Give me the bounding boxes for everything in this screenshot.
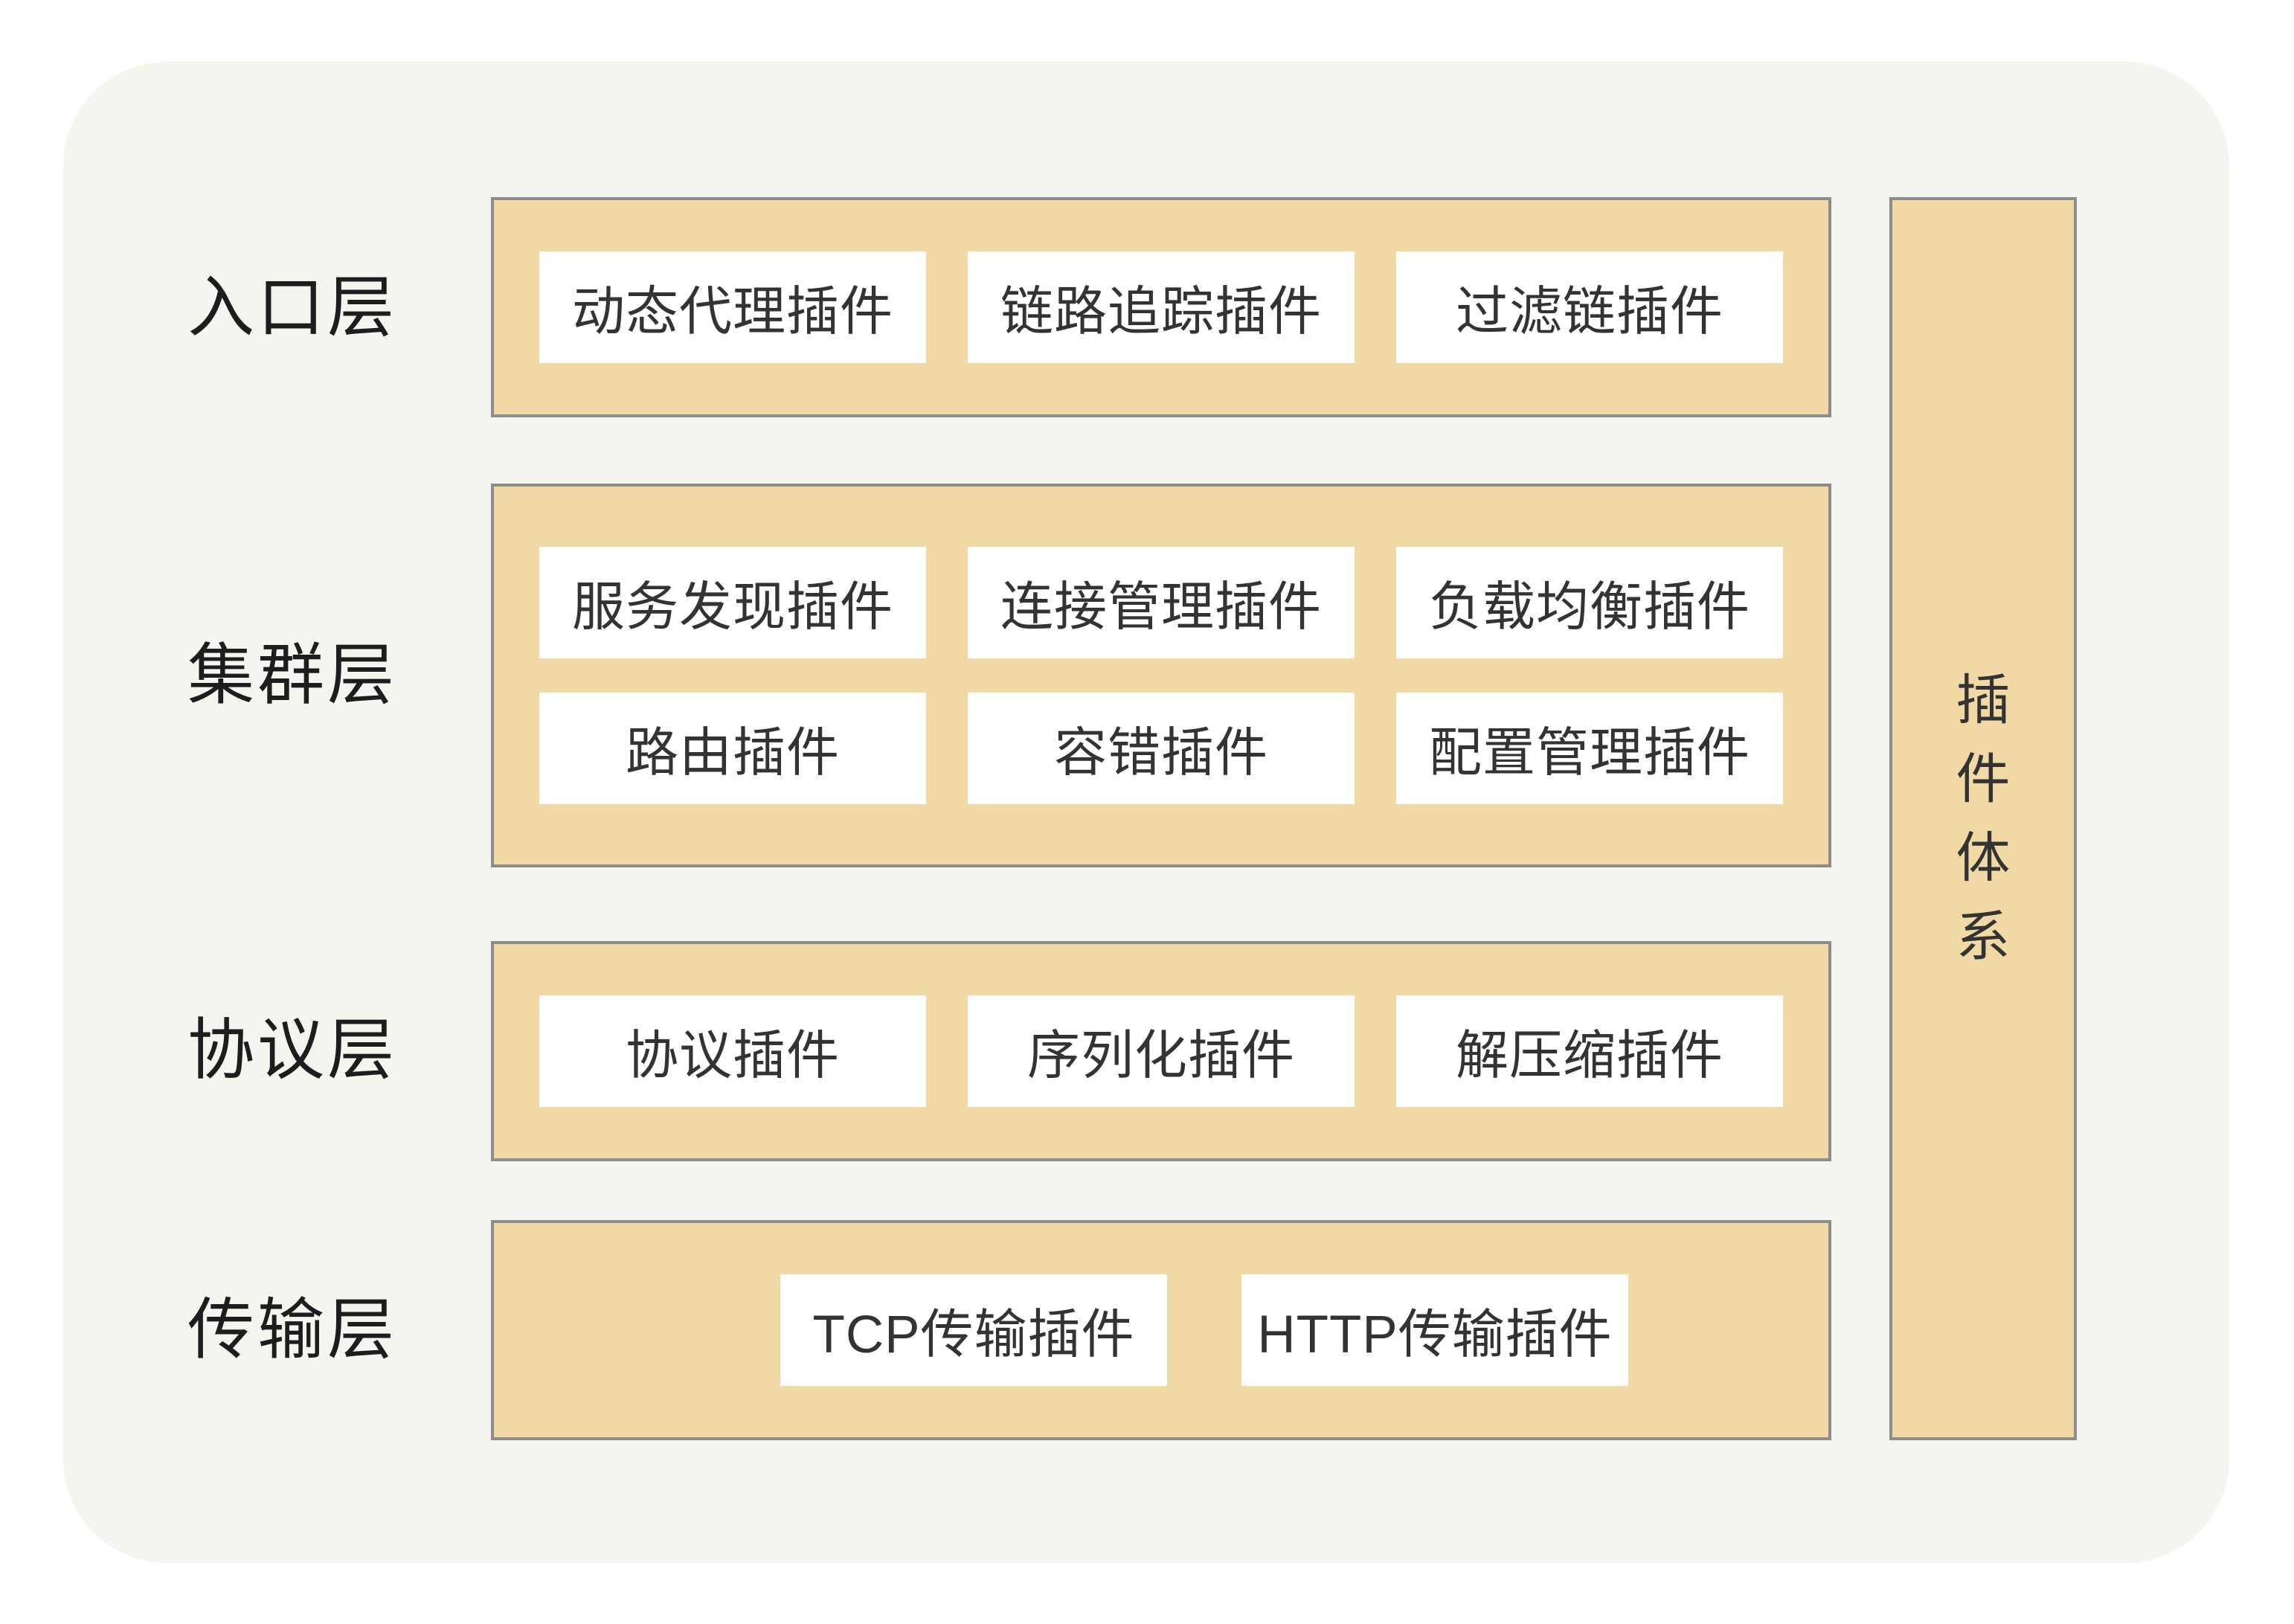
band-entry-layer: 动态代理插件 链路追踪插件 过滤链插件 <box>491 197 1831 417</box>
band-row: 服务发现插件 连接管理插件 负载均衡插件 <box>494 547 1828 658</box>
plugin-box-routing: 路由插件 <box>539 693 926 804</box>
band-row: 动态代理插件 链路追踪插件 过滤链插件 <box>494 251 1828 363</box>
layer-label-transport: 传输层 <box>187 1293 397 1367</box>
band-row: TCP传输插件 HTTP传输插件 <box>494 1274 1828 1386</box>
band-row: 路由插件 容错插件 配置管理插件 <box>494 693 1828 804</box>
plugin-box-http-transport: HTTP传输插件 <box>1241 1274 1628 1386</box>
band-row: 协议插件 序列化插件 解压缩插件 <box>494 995 1828 1107</box>
band-cluster-layer: 服务发现插件 连接管理插件 负载均衡插件 路由插件 容错插件 配置管理插件 <box>491 484 1831 867</box>
plugin-box-connection-manage: 连接管理插件 <box>968 547 1355 658</box>
plugin-system-bar-char: 系 <box>1956 907 2011 967</box>
band-transport-layer: TCP传输插件 HTTP传输插件 <box>491 1220 1831 1440</box>
plugin-box-link-tracing: 链路追踪插件 <box>968 251 1355 363</box>
layer-label-entry: 入口层 <box>187 271 397 345</box>
plugin-system-bar: 插 件 体 系 <box>1889 197 2077 1440</box>
plugin-system-bar-char: 件 <box>1956 749 2011 809</box>
plugin-box-load-balancing: 负载均衡插件 <box>1396 547 1783 658</box>
plugin-box-serialization: 序列化插件 <box>968 995 1355 1107</box>
plugin-box-tcp-transport: TCP传输插件 <box>780 1274 1167 1386</box>
plugin-box-service-discovery: 服务发现插件 <box>539 547 926 658</box>
plugin-box-fault-tolerance: 容错插件 <box>968 693 1355 804</box>
plugin-system-bar-char: 体 <box>1956 828 2011 888</box>
plugin-box-protocol: 协议插件 <box>539 995 926 1107</box>
layer-label-protocol: 协议层 <box>187 1013 397 1088</box>
plugin-box-dynamic-proxy: 动态代理插件 <box>539 251 926 363</box>
layer-label-cluster: 集群层 <box>187 638 397 713</box>
plugin-box-config-manage: 配置管理插件 <box>1396 693 1783 804</box>
plugin-system-bar-char: 插 <box>1956 670 2011 731</box>
band-protocol-layer: 协议插件 序列化插件 解压缩插件 <box>491 941 1831 1161</box>
plugin-box-decompression: 解压缩插件 <box>1396 995 1783 1107</box>
plugin-box-filter-chain: 过滤链插件 <box>1396 251 1783 363</box>
